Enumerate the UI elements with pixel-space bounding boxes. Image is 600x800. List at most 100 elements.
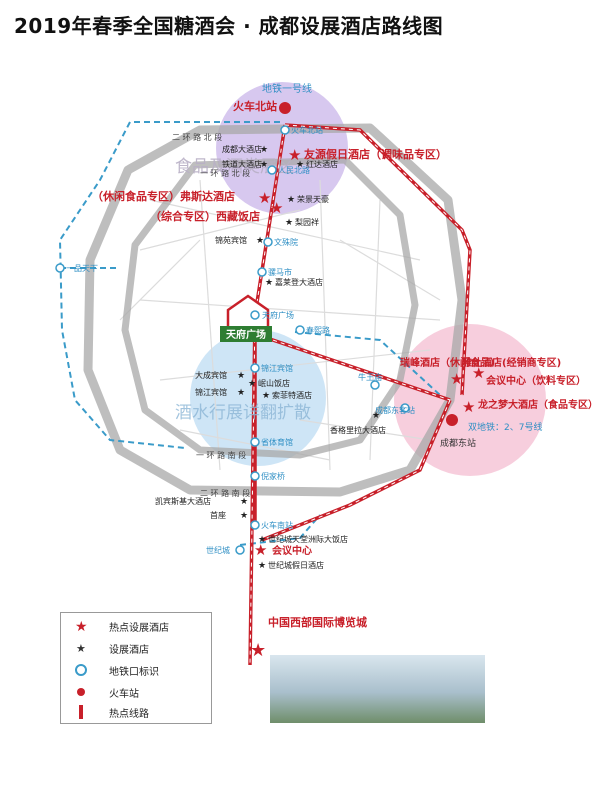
- hotel-holiday: 世纪城假日酒店: [268, 560, 324, 570]
- legend-row: ★ 热点设展酒店: [61, 615, 211, 637]
- hotel-chengdu: 成都大酒店: [222, 144, 262, 154]
- metro-stop-niuwangmiao: 牛王庙: [358, 372, 382, 382]
- metro-stop-wenshufang: 文殊院: [274, 237, 298, 247]
- star-icon: ★: [240, 497, 248, 507]
- east-train-dot-icon: [446, 414, 458, 426]
- hot-hotel-ruifeng: 瑞峰酒店（休闲食品）: [400, 356, 500, 369]
- metro-stop-tianfu: 天府广场: [262, 310, 294, 320]
- metro-icon: [280, 125, 290, 135]
- metro-icon: [370, 380, 380, 390]
- metro-line-south-branch: [239, 514, 321, 546]
- north-train-dot-icon: [279, 102, 291, 114]
- hotel-rongjing: 荣景天豪: [297, 194, 329, 204]
- train-dot-icon: [77, 688, 85, 696]
- hot-star-icon: ★: [254, 541, 267, 559]
- hotel-tianfu-intl: 世纪城天堂洲际大饭店: [268, 534, 348, 544]
- metro-icon: [55, 263, 65, 273]
- metro-icon: [250, 437, 260, 447]
- metro-icon: [295, 325, 305, 335]
- metro-stop-nijiaqiao: 倪家桥: [261, 471, 285, 481]
- watermark-text: 酒水行展详翻扩散: [175, 403, 311, 423]
- hotel-jinjiang: 锦江宾馆: [195, 387, 227, 397]
- metro-icon: [267, 165, 277, 175]
- hot-route-icon: [79, 705, 83, 719]
- star-icon: ★: [248, 379, 256, 389]
- star-icon: ★: [260, 160, 268, 170]
- metro-stop-shengtiyu: 省体育馆: [261, 437, 293, 447]
- metro-stop-huochebei: 火车北站: [291, 125, 323, 135]
- svg-text:★: ★: [75, 619, 88, 634]
- line27-label: 双地铁：2、7号线: [468, 421, 542, 433]
- hot-hotel-expo: 中国西部国际博览城: [268, 615, 367, 629]
- metro-stop-jinjiang: 锦江宾馆: [261, 363, 293, 373]
- hot-hotel-huiyi-e: 会议中心（饮料专区）: [486, 374, 586, 387]
- road-ring1-south: 一 环 路 南 段: [196, 450, 246, 460]
- hot-hotel-xizang: （综合专区）西藏饭店: [150, 209, 260, 223]
- hot-star-icon: ★: [450, 370, 463, 388]
- hotel-dacheng: 大成宾馆: [195, 370, 227, 380]
- hot-star-icon: ★: [258, 189, 271, 207]
- hot-star-icon: ★: [472, 364, 485, 382]
- line1-label: 地铁一号线: [262, 82, 312, 95]
- metro-stop-chunxi: 春熙路: [306, 325, 330, 335]
- hotel-kaibinsiji: 凯宾斯基大酒店: [155, 496, 211, 506]
- ring-road-1: [121, 156, 419, 459]
- metro-line-dashed: [58, 121, 280, 449]
- star-icon: ★: [260, 145, 268, 155]
- expo-photo: [270, 655, 485, 723]
- star-icon: ★: [265, 278, 273, 288]
- star-icon: ★: [240, 511, 248, 521]
- legend-row: 火车站: [61, 681, 211, 703]
- star-icon: ★: [258, 535, 266, 545]
- metro-icon: [250, 363, 260, 373]
- metro-line-east: [294, 331, 441, 396]
- hotel-suofeite: 索菲特酒店: [272, 390, 312, 400]
- north-train-label: 火车北站: [233, 99, 277, 113]
- page-title: 2019年春季全国糖酒会 · 成都设展酒店路线图: [14, 14, 444, 38]
- metro-icon: [263, 237, 273, 247]
- metro-icon: [400, 403, 410, 413]
- metro-icon: [235, 545, 245, 555]
- star-icon: ★: [258, 561, 266, 571]
- east-train-label: 成都东站: [440, 437, 476, 449]
- metro-stop-shijicheng: 世纪城: [206, 545, 230, 555]
- hotel-liyuan: 梨园祥: [295, 217, 319, 227]
- legend-row: 热点线路: [61, 701, 211, 723]
- hotel-jinyuan: 锦苑宾馆: [215, 235, 247, 245]
- star-icon: ★: [237, 388, 245, 398]
- road-ring2-north: 二 环 路 北 段: [172, 132, 222, 142]
- metro-stop-huochenan: 火车南站: [261, 520, 293, 530]
- hot-star-icon: ★: [270, 199, 283, 217]
- star-icon: ★: [372, 411, 380, 421]
- hotel-jialai: 嘉莱登大酒店: [275, 277, 323, 287]
- star-icon: ★: [256, 236, 264, 246]
- hotel-hongda: 红达酒店: [306, 159, 338, 169]
- south-zone: [190, 330, 326, 466]
- svg-text:★: ★: [76, 642, 86, 655]
- hotel-tiedao: 铁道大酒店: [222, 159, 262, 169]
- metro-stop-yipintianxia: 一品天下: [66, 264, 98, 273]
- metro-icon: [75, 664, 87, 676]
- hot-star-icon: ★: [250, 640, 266, 661]
- hot-hotel-fusida: （休闲食品专区）弗斯达酒店: [92, 189, 235, 203]
- north-zone-label: 食品及酒类展区: [175, 157, 294, 177]
- metro-icon: [250, 520, 260, 530]
- hot-star-icon: ★: [462, 398, 475, 416]
- metro-stop-renminbei: 人民北路: [278, 165, 310, 175]
- hot-hotel-huiyi-s: 会议中心: [272, 544, 312, 557]
- star-icon: ★: [237, 371, 245, 381]
- star-icon: ★: [296, 160, 304, 170]
- legend-row: ★ 设展酒店: [61, 637, 211, 659]
- ring-road-2: [83, 123, 467, 497]
- hot-star-icon: ★: [288, 146, 301, 164]
- map-legend: ★ 热点设展酒店 ★ 设展酒店 地铁口标识 火车站 热点线路: [60, 612, 212, 724]
- metro-icon: [250, 471, 260, 481]
- hotel-xianggelila: 香格里拉大酒店: [330, 425, 386, 435]
- tianfu-square-label: 天府广场: [226, 328, 266, 341]
- hot-hotel-youyuan: 友源假日酒店（调味品专区）: [304, 147, 447, 161]
- hot-star-icon: ★: [75, 619, 88, 634]
- hot-hotel-yashi: 雅仕酒店(经销商专区): [462, 356, 561, 369]
- metro-icon: [250, 310, 260, 320]
- star-icon: ★: [285, 218, 293, 228]
